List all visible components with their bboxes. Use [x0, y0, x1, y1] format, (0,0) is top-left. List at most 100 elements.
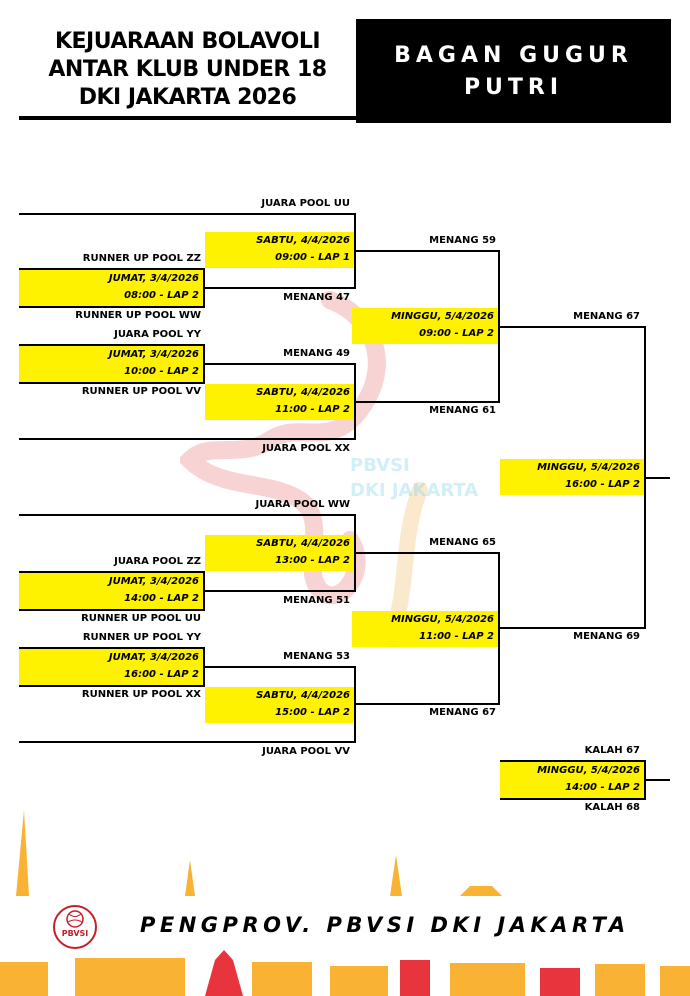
skyline-base-8 [595, 964, 645, 996]
third-label-2: KALAH 68 [584, 802, 640, 813]
line-r1-m2-out [205, 363, 356, 365]
line-r3-m2-vert [498, 552, 500, 705]
skyline-monument-red [205, 950, 243, 996]
event-title-line-1: KEJUARAAN BOLAVOLI [54, 29, 321, 54]
event-title-block: KEJUARAAN BOLAVOLI ANTAR KLUB UNDER 18 D… [19, 22, 356, 120]
r2-match-1: SABTU, 4/4/2026 09:00 - LAP 1 [205, 232, 354, 268]
pbvsi-logo: PBVSI [53, 905, 97, 949]
r1-match-2-time: 10:00 - LAP 2 [124, 366, 199, 377]
r1-team-8: RUNNER UP POOL XX [81, 689, 201, 700]
skyline-base-5 [400, 960, 430, 996]
r2-match-2-time: 11:00 - LAP 2 [275, 404, 350, 415]
skyline-base-6 [450, 963, 525, 996]
event-title-line-2: ANTAR KLUB UNDER 18 [48, 57, 327, 82]
skyline-base-1 [0, 962, 48, 996]
r1-match-3-day: JUMAT, 3/4/2026 [108, 576, 199, 587]
watermark-figure-red [180, 291, 386, 605]
final-match-time: 16:00 - LAP 2 [565, 479, 640, 490]
r2-label-3: MENANG 49 [283, 348, 350, 359]
skyline-spire-2 [390, 855, 402, 896]
line-r1-team6 [19, 609, 205, 611]
r1-match-4-time: 16:00 - LAP 2 [124, 669, 199, 680]
r2-match-4-time: 15:00 - LAP 2 [275, 707, 350, 718]
skyline-tower-left [16, 810, 29, 896]
r1-match-1-day: JUMAT, 3/4/2026 [108, 273, 199, 284]
r3-match-1-day: MINGGU, 5/4/2026 [391, 311, 494, 322]
r2-label-7: MENANG 53 [283, 651, 350, 662]
third-label-1: KALAH 67 [584, 745, 640, 756]
skyline-graphic [0, 810, 690, 996]
line-final-slot2 [500, 627, 646, 629]
logo-text: PBVSI [61, 929, 89, 938]
r2-match-3: SABTU, 4/4/2026 13:00 - LAP 2 [205, 535, 354, 571]
r1-team-6: RUNNER UP POOL UU [81, 613, 201, 624]
line-third-slot2 [500, 798, 646, 800]
r3-match-1-time: 09:00 - LAP 2 [419, 328, 494, 339]
r2-label-2: MENANG 47 [283, 292, 350, 303]
r1-team-7: RUNNER UP POOL YY [82, 632, 201, 643]
final-match: MINGGU, 5/4/2026 16:00 - LAP 2 [500, 459, 644, 495]
line-final-vert [644, 326, 646, 629]
skyline-spire-1 [185, 860, 195, 896]
r1-match-3-time: 14:00 - LAP 2 [124, 593, 199, 604]
line-r3-slot2 [356, 401, 500, 403]
line-r1-m3-out [205, 590, 356, 592]
r1-match-1: JUMAT, 3/4/2026 08:00 - LAP 2 [19, 270, 203, 306]
r2-match-4-day: SABTU, 4/4/2026 [256, 690, 350, 701]
r2-label-5: JUARA POOL WW [255, 499, 350, 510]
r3-label-2: MENANG 61 [429, 405, 496, 416]
line-r2-m4-vert [354, 666, 356, 743]
third-place-match-time: 14:00 - LAP 2 [565, 782, 640, 793]
footer-organization: PENGPROV. PBVSI DKI JAKARTA [140, 913, 630, 937]
r2-match-1-day: SABTU, 4/4/2026 [256, 235, 350, 246]
line-r3-m1-vert [498, 250, 500, 403]
r3-match-2-time: 11:00 - LAP 2 [419, 631, 494, 642]
r2-match-1-time: 09:00 - LAP 1 [275, 252, 350, 263]
line-r1-m1-out [205, 287, 356, 289]
r1-team-4: RUNNER UP POOL VV [81, 386, 201, 397]
skyline-base-3 [252, 962, 312, 996]
r3-label-4: MENANG 67 [429, 707, 496, 718]
line-r1-team5 [19, 571, 205, 573]
line-r1-team8 [19, 685, 205, 687]
line-r1-m4-out [205, 666, 356, 668]
final-label-1: MENANG 67 [573, 311, 640, 322]
r1-match-1-time: 08:00 - LAP 2 [124, 290, 199, 301]
line-r1-team4 [19, 382, 205, 384]
line-r1-team2 [19, 306, 205, 308]
bracket-title-block: BAGAN GUGUR PUTRI [356, 19, 671, 123]
r1-match-2-day: JUMAT, 3/4/2026 [108, 349, 199, 360]
bracket-title-line-1: BAGAN GUGUR [394, 43, 633, 68]
r2-match-2: SABTU, 4/4/2026 11:00 - LAP 2 [205, 384, 354, 420]
final-match-day: MINGGU, 5/4/2026 [537, 462, 640, 473]
line-third-slot1 [500, 760, 646, 762]
r2-label-1: JUARA POOL UU [261, 198, 350, 209]
line-final-slot1 [500, 326, 646, 328]
skyline-roof [460, 886, 502, 896]
line-r2-m2-vert [354, 363, 356, 440]
watermark-text-1: PBVSI [350, 455, 410, 476]
line-r1-team1 [19, 268, 205, 270]
r2-match-2-day: SABTU, 4/4/2026 [256, 387, 350, 398]
third-place-match: MINGGU, 5/4/2026 14:00 - LAP 2 [500, 762, 644, 798]
r3-label-3: MENANG 65 [429, 537, 496, 548]
r1-team-2: RUNNER UP POOL WW [75, 310, 201, 321]
line-r1-team7 [19, 647, 205, 649]
r3-match-1: MINGGU, 5/4/2026 09:00 - LAP 2 [352, 308, 498, 344]
r2-match-3-day: SABTU, 4/4/2026 [256, 538, 350, 549]
final-label-2: MENANG 69 [573, 631, 640, 642]
r1-match-4-day: JUMAT, 3/4/2026 [108, 652, 199, 663]
line-r2-slot1 [19, 213, 356, 215]
line-final-out [646, 477, 670, 479]
r1-team-5: JUARA POOL ZZ [114, 556, 201, 567]
volleyball-icon [66, 910, 84, 928]
r1-match-3: JUMAT, 3/4/2026 14:00 - LAP 2 [19, 573, 203, 609]
third-place-match-day: MINGGU, 5/4/2026 [537, 765, 640, 776]
r2-match-3-time: 13:00 - LAP 2 [275, 555, 350, 566]
r2-label-4: JUARA POOL XX [262, 443, 350, 454]
line-r1-m2-vert [203, 344, 205, 384]
line-r1-team3 [19, 344, 205, 346]
skyline-base-9 [660, 966, 690, 996]
skyline-base-2 [75, 958, 185, 996]
r1-match-4: JUMAT, 3/4/2026 16:00 - LAP 2 [19, 649, 203, 685]
